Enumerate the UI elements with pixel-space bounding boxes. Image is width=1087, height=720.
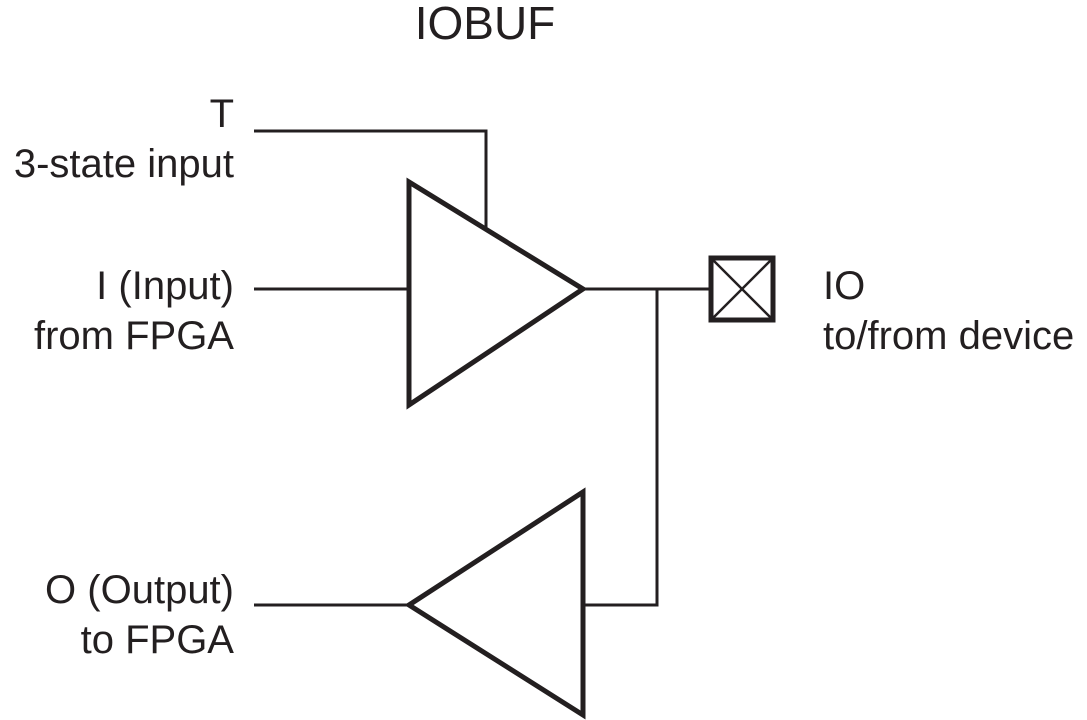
o-signal-name: O (Output) <box>45 568 234 612</box>
io-pad-cross-line <box>712 259 772 319</box>
input-buffer-triangle <box>404 487 586 720</box>
t-signal-name: T <box>209 92 234 136</box>
pad-to-receiver-wire <box>583 289 659 607</box>
i-signal-name: I (Input) <box>96 264 234 308</box>
diagram-title: IOBUF <box>414 0 556 49</box>
output-buffer-triangle <box>406 177 588 410</box>
io-signal-name: IO <box>823 264 866 308</box>
t-signal-desc: 3-state input <box>13 142 234 186</box>
o-signal-desc: to FPGA <box>80 618 234 662</box>
io-signal-desc: to/from device <box>823 314 1075 358</box>
i-signal-desc: from FPGA <box>33 314 234 358</box>
t-wire <box>254 129 488 228</box>
